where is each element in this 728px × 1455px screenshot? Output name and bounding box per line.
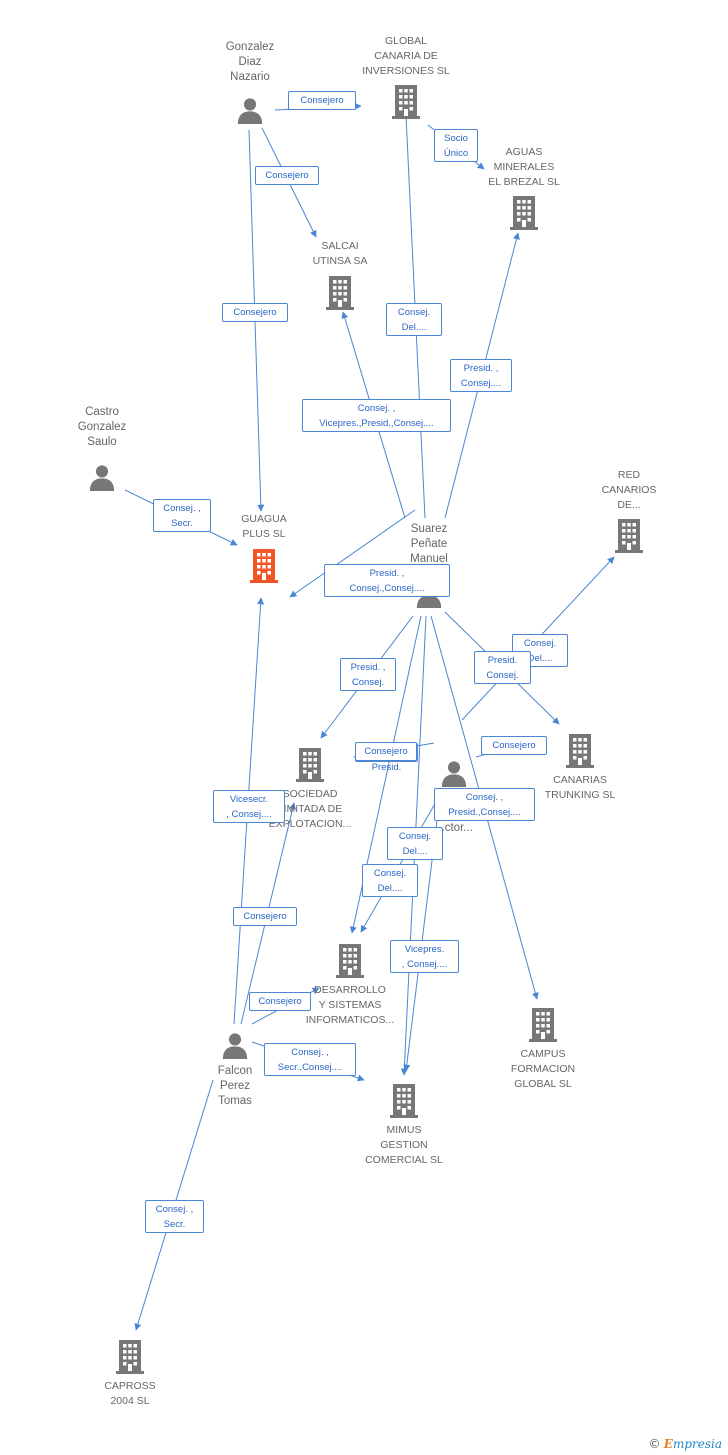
person-icon-castro[interactable] bbox=[89, 465, 115, 491]
edge-label-global_canaria-to-aguas: Socio Único bbox=[434, 129, 478, 162]
building-icon-capross[interactable] bbox=[116, 1340, 144, 1374]
edge-label-suarez-to-salcai: Consej. , Vicepres.,Presid.,Consej.... bbox=[302, 399, 451, 432]
edge-label-suarez-to-guagua: Presid. , Consej.,Consej.... bbox=[324, 564, 450, 597]
building-icon-red_canarios[interactable] bbox=[615, 519, 643, 553]
person-icon-gonzalez[interactable] bbox=[237, 98, 263, 124]
node-label-sociedad[interactable]: SOCIEDAD LIMITADA DE EXPLOTACION... bbox=[268, 788, 352, 830]
brand-initial: E bbox=[663, 1437, 673, 1451]
building-icon-desarrollo[interactable] bbox=[336, 944, 364, 978]
edge-label-suarez-to-canarias_trunking: Presid. Consej. bbox=[474, 651, 531, 684]
copyright-symbol: © bbox=[648, 1437, 661, 1451]
building-icon-canarias_trunking[interactable] bbox=[566, 734, 594, 768]
edge-label-suarez-to-campus: Consej. , Presid.,Consej.... bbox=[434, 788, 535, 821]
building-icon-mimus[interactable] bbox=[390, 1084, 418, 1118]
node-label-aguas[interactable]: AGUAS MINERALES EL BREZAL SL bbox=[488, 146, 560, 188]
building-icon-sociedad[interactable] bbox=[296, 748, 324, 782]
edge-label-gonzalez-to-salcai: Consejero bbox=[255, 166, 319, 185]
building-icon-salcai[interactable] bbox=[326, 276, 354, 310]
node-label-falcon[interactable]: Falcon Perez Tomas bbox=[217, 1065, 253, 1107]
edge-label-falcon-to-guagua: Vicesecr. , Consej.... bbox=[213, 790, 285, 823]
node-label-guagua[interactable]: GUAGUA PLUS SL bbox=[241, 513, 287, 540]
building-icon-aguas[interactable] bbox=[510, 196, 538, 230]
edge-label-falcon-to-mimus: Consej. , Secr.,Consej.... bbox=[264, 1043, 356, 1076]
edge-label-suarez-to-mimus: Vicepres. , Consej.... bbox=[390, 940, 459, 973]
node-label-gonzalez[interactable]: Gonzalez Diaz Nazario bbox=[225, 41, 275, 83]
edge-label-q_person-to-mimus: Consejero bbox=[355, 742, 417, 761]
node-label-canarias_trunking[interactable]: CANARIAS TRUNKING SL bbox=[544, 774, 616, 801]
empresia-credit: © Empresia bbox=[648, 1437, 722, 1451]
node-label-suarez[interactable]: Suarez Peñate Manuel bbox=[410, 523, 448, 565]
brand-name: mpresia bbox=[672, 1437, 722, 1451]
node-label-salcai[interactable]: SALCAI UTINSA SA bbox=[312, 240, 368, 267]
node-label-desarrollo[interactable]: DESARROLLO Y SISTEMAS INFORMATICOS... bbox=[305, 984, 395, 1026]
edge-label-suarez-to-global_canaria: Consej. Del.... bbox=[386, 303, 442, 336]
edge-label-falcon-to-capross: Consej. , Secr. bbox=[145, 1200, 204, 1233]
edge-label-falcon-to-sociedad: Consejero bbox=[233, 907, 297, 926]
edge-label-suarez-to-red_canarios: Consej. Del.... bbox=[512, 634, 568, 667]
node-label-campus[interactable]: CAMPUS FORMACION GLOBAL SL bbox=[510, 1048, 576, 1090]
building-icon-global_canaria[interactable] bbox=[392, 85, 420, 119]
node-label-mimus[interactable]: MIMUS GESTION COMERCIAL SL bbox=[365, 1124, 443, 1166]
person-icon-q_person[interactable] bbox=[441, 761, 467, 787]
edge-label-suarez-to-aguas: Presid. , Consej.... bbox=[450, 359, 512, 392]
edge-label-q_person-to-canarias_trunking: Consejero bbox=[481, 736, 547, 755]
person-icon-falcon[interactable] bbox=[222, 1033, 248, 1059]
edge-label-suarez-to-sociedad: Presid. , Consej. bbox=[340, 658, 396, 691]
edge-label-gonzalez-to-global_canaria: Consejero bbox=[288, 91, 356, 110]
edge-label-castro-to-guagua: Consej. , Secr. bbox=[153, 499, 211, 532]
node-label-global_canaria[interactable]: GLOBAL CANARIA DE INVERSIONES SL bbox=[362, 35, 450, 77]
edge-label-gonzalez-to-guagua: Consejero bbox=[222, 303, 288, 322]
node-label-castro[interactable]: Castro Gonzalez Saulo bbox=[77, 406, 127, 448]
node-label-red_canarios[interactable]: RED CANARIOS DE... bbox=[601, 469, 657, 511]
edge-label-suarez-to-desarrollo: Consej. Del.... bbox=[362, 864, 418, 897]
building-icon-guagua[interactable] bbox=[250, 549, 278, 583]
edge-q_person-to-desarrollo bbox=[360, 794, 441, 933]
edge-label-q_person-to-desarrollo: Consej. Del.... bbox=[387, 827, 443, 860]
building-icon-campus[interactable] bbox=[529, 1008, 557, 1042]
edge-label-falcon-to-desarrollo: Consejero bbox=[249, 992, 311, 1011]
edge-suarez-to-guagua bbox=[289, 509, 416, 598]
node-label-capross[interactable]: CAPROSS 2004 SL bbox=[104, 1380, 156, 1407]
